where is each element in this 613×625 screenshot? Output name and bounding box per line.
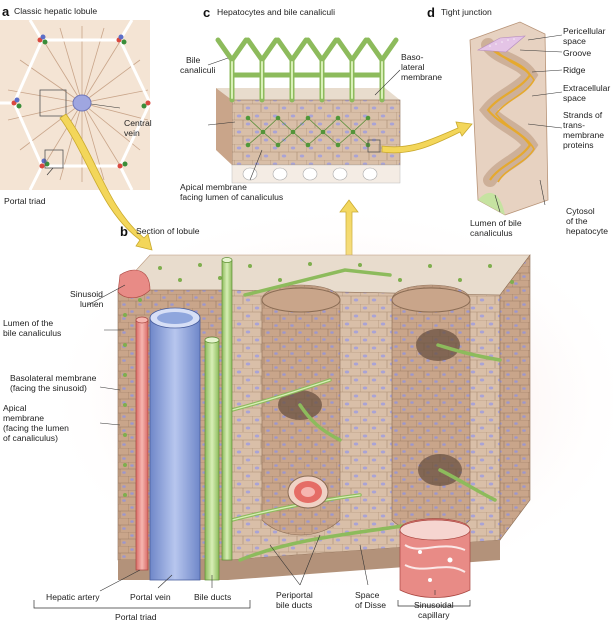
label-pericellular-1: Pericellular [563,26,606,36]
label-periportal-2: bile ducts [276,600,312,610]
panel-b-title: Section of lobule [136,226,200,236]
label-basolateral-c-2: lateral [401,62,424,72]
hepatocyte-block [231,99,401,166]
portal-triad-markers [11,34,151,169]
label-strands-3: membrane [563,130,604,140]
label-bile-canaliculi-2: canaliculi [180,65,215,75]
panel-b-letter: b [120,224,128,239]
section-box [39,89,67,117]
label-bile-canaliculi-1: Bile [186,55,201,65]
label-portal-vein: Portal vein [130,592,171,602]
arrow-a-to-b [59,113,153,251]
label-hepatic-artery: Hepatic artery [46,592,100,602]
central-vein [72,94,92,112]
label-cytosol-1: Cytosol [566,206,595,216]
label-apical-b-3: (facing the lumen [3,423,69,433]
panel-b-leaders [87,284,436,595]
label-ridge: Ridge [563,65,586,75]
panel-d [469,21,563,216]
panel-a-letter: a [2,4,10,19]
label-sinusoid-lumen-1: Sinusoid [70,289,103,299]
bile-duct-1 [204,339,220,581]
label-strands-1: Strands of [563,110,603,120]
label-basolateral-b-2: (facing the sinusoid) [10,383,87,393]
label-groove: Groove [563,48,591,58]
label-extracellular-2: space [563,93,586,103]
label-basolateral-c-1: Baso- [401,52,424,62]
label-basolateral-c-3: membrane [401,72,442,82]
label-apical-b-2: membrane [3,413,44,423]
pericellular-groove [476,35,526,53]
hepatic-artery [135,319,149,571]
label-central-vein-1: Central [124,118,152,128]
panel-b [33,200,613,609]
label-portal-triad-a: Portal triad [4,196,46,206]
label-space-disse-2: of Disse [355,600,386,610]
label-apical-c-2: facing lumen of canaliculus [180,192,283,202]
portal-triad-box [44,149,64,169]
label-lumen-bile-d-1: Lumen of bile [470,218,522,228]
panel-d-title: Tight junction [441,7,492,17]
label-cytosol-3: hepatocyte [566,226,608,236]
sinusoidal-capillary [399,518,471,598]
panel-c-letter: c [203,5,210,20]
label-lumen-bile-b-1: Lumen of the [3,318,53,328]
label-periportal-1: Periportal [276,590,313,600]
label-strands-4: proteins [563,140,594,150]
portal-vein [149,317,201,581]
label-sinusoid-lumen-2: lumen [80,299,104,309]
label-lumen-bile-b-2: bile canaliculus [3,328,61,338]
portal-triad-bracket [33,600,251,609]
label-bile-ducts: Bile ducts [194,592,231,602]
label-apical-c-1: Apical membrane [180,182,247,192]
label-extracellular-1: Extracellular [563,83,610,93]
label-portal-triad-b: Portal triad [115,612,157,622]
label-sinusoidal-capillary-2: capillary [418,610,450,620]
panel-a-title: Classic hepatic lobule [14,6,97,16]
label-strands-2: trans- [563,120,585,130]
label-central-vein-2: vein [124,128,140,138]
label-sinusoidal-capillary-1: Sinusoidal [414,600,454,610]
label-apical-b-4: of canaliculus) [3,433,58,443]
panel-d-letter: d [427,5,435,20]
panel-c-title: Hepatocytes and bile canaliculi [217,7,335,17]
panel-c [207,37,401,184]
label-apical-b-1: Apical [3,403,26,413]
label-pericellular-2: space [563,36,586,46]
arrow-c-to-d [381,121,473,154]
label-space-disse-1: Space [355,590,380,600]
label-cytosol-2: of the [566,216,588,226]
panel-a [0,19,152,191]
bile-duct-2 [221,259,233,561]
label-basolateral-b-1: Basolateral membrane [10,373,97,383]
